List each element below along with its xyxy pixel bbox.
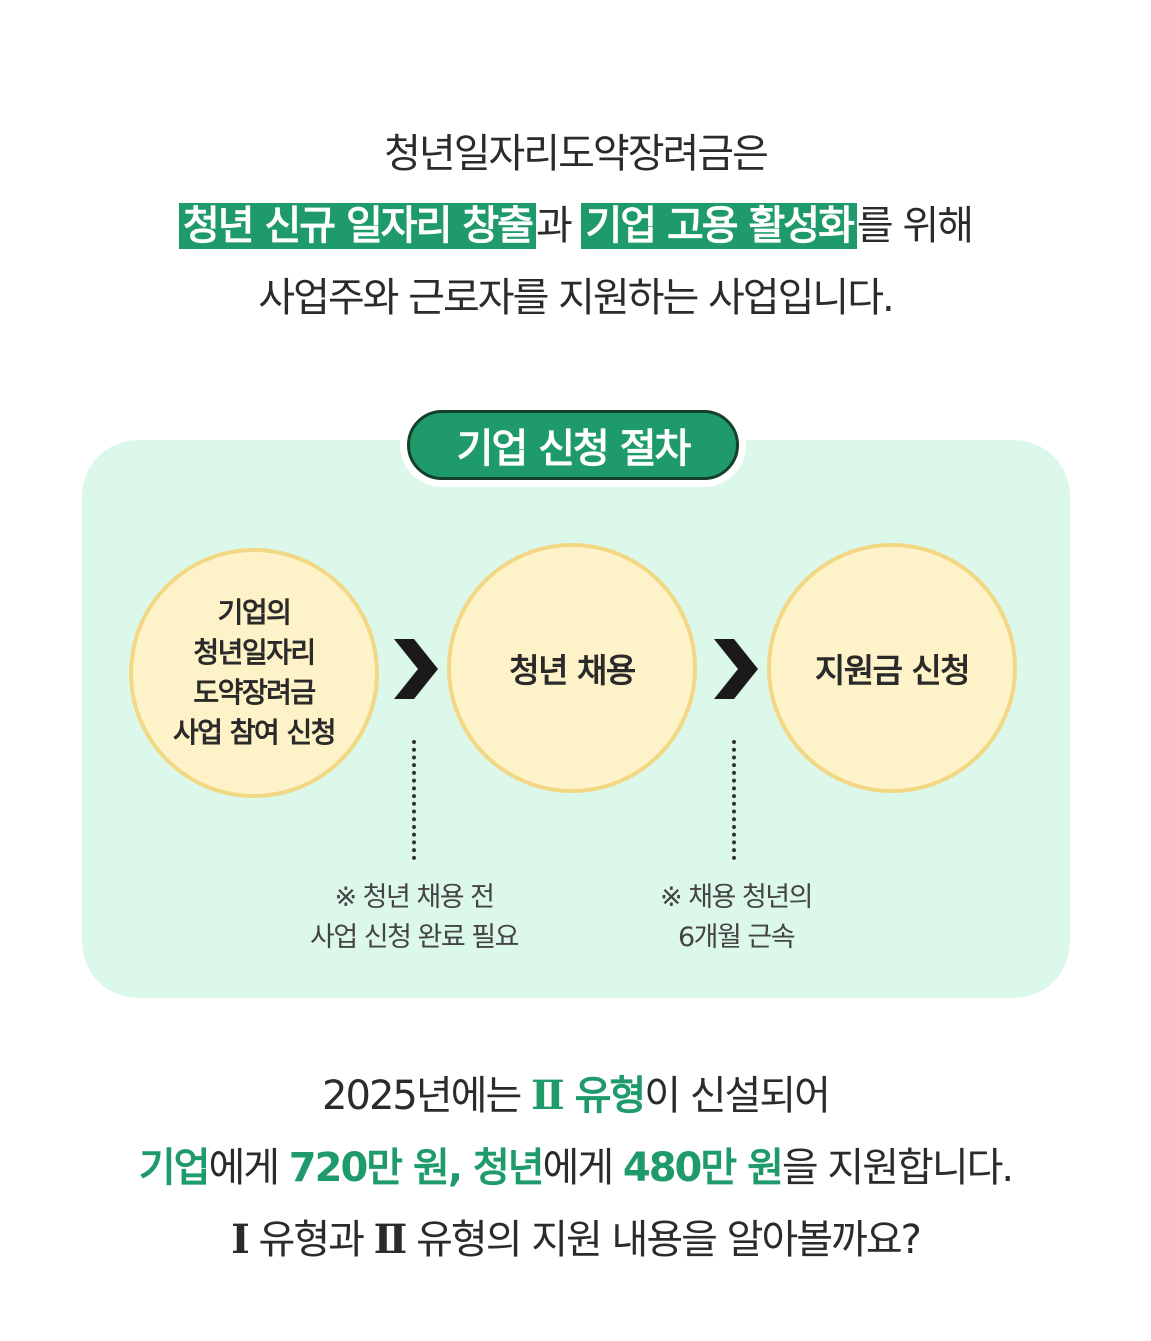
note-1-line-2: 사업 신청 완료 필요 xyxy=(310,922,519,953)
outro-text: 2025년에는 Ⅱ 유형이 신설되어 기업에게 720만 원, 청년에게 480… xyxy=(0,1060,1151,1276)
outro-year: 2025년에는 xyxy=(322,1073,531,1119)
outro-to-1: 에게 xyxy=(208,1145,289,1191)
outro-line-3-part-1: 유형과 xyxy=(247,1217,374,1263)
intro-line-2-end: 를 위해 xyxy=(856,203,974,249)
intro-line-3: 사업주와 근로자를 지원하는 사업입니다. xyxy=(258,275,894,321)
outro-line-1-end: 이 신설되어 xyxy=(644,1073,831,1119)
note-pre-hiring: ※ 청년 채용 전 사업 신청 완료 필요 xyxy=(264,878,564,958)
highlight-employment: 기업 고용 활성화 xyxy=(581,203,857,249)
amount-company: 720만 원, xyxy=(288,1145,463,1191)
outro-youth: 청년 xyxy=(461,1145,545,1191)
intro-line-1: 청년일자리도약장려금은 xyxy=(384,131,769,177)
procedure-title: 기업 신청 절차 xyxy=(407,410,739,480)
step-2-label: 청년 채용 xyxy=(509,651,636,690)
step-1-line-3: 도약장려금 xyxy=(193,676,316,709)
chevron-right-icon xyxy=(714,639,758,699)
intro-conjunction: 과 xyxy=(535,203,582,249)
outro-type: 유형 xyxy=(562,1073,647,1119)
step-3-label: 지원금 신청 xyxy=(814,651,971,690)
note-2-line-1: ※ 채용 청년의 xyxy=(660,882,814,913)
outro-line-3: Ⅰ 유형과 Ⅱ 유형의 지원 내용을 알아볼까요? xyxy=(0,1204,1151,1276)
note-2-line-2: 6개월 근속 xyxy=(677,922,796,953)
step-apply-subsidy: 지원금 신청 xyxy=(767,543,1017,793)
step-apply-participation: 기업의 청년일자리 도약장려금 사업 참여 신청 xyxy=(129,548,379,798)
procedure-title-badge: 기업 신청 절차 xyxy=(400,403,746,487)
outro-company: 기업 xyxy=(138,1145,211,1191)
outro-line-2: 기업에게 720만 원, 청년에게 480만 원을 지원합니다. xyxy=(0,1132,1151,1204)
chevron-right-icon xyxy=(394,639,438,699)
outro-line-3-part-2: 유형의 지원 내용을 알아볼까요? xyxy=(405,1217,922,1263)
roman-two-second: Ⅱ xyxy=(373,1216,408,1263)
step-1-line-2: 청년일자리 xyxy=(193,636,316,669)
step-hire-youth: 청년 채용 xyxy=(447,543,697,793)
note-six-months: ※ 채용 청년의 6개월 근속 xyxy=(586,878,886,958)
dotted-connector xyxy=(732,740,736,860)
highlight-youth-jobs: 청년 신규 일자리 창출 xyxy=(178,203,536,249)
amount-youth: 480만 원 xyxy=(622,1145,784,1191)
roman-one: Ⅰ xyxy=(231,1216,250,1263)
note-1-line-1: ※ 청년 채용 전 xyxy=(334,882,495,913)
outro-line-1: 2025년에는 Ⅱ 유형이 신설되어 xyxy=(0,1060,1151,1132)
outro-to-2: 에게 xyxy=(542,1145,623,1191)
roman-two: Ⅱ xyxy=(530,1072,565,1119)
step-1-line-1: 기업의 xyxy=(217,596,292,629)
outro-line-2-end: 을 지원합니다. xyxy=(781,1145,1014,1191)
step-1-line-4: 사업 참여 신청 xyxy=(172,716,337,749)
dotted-connector xyxy=(412,740,416,860)
